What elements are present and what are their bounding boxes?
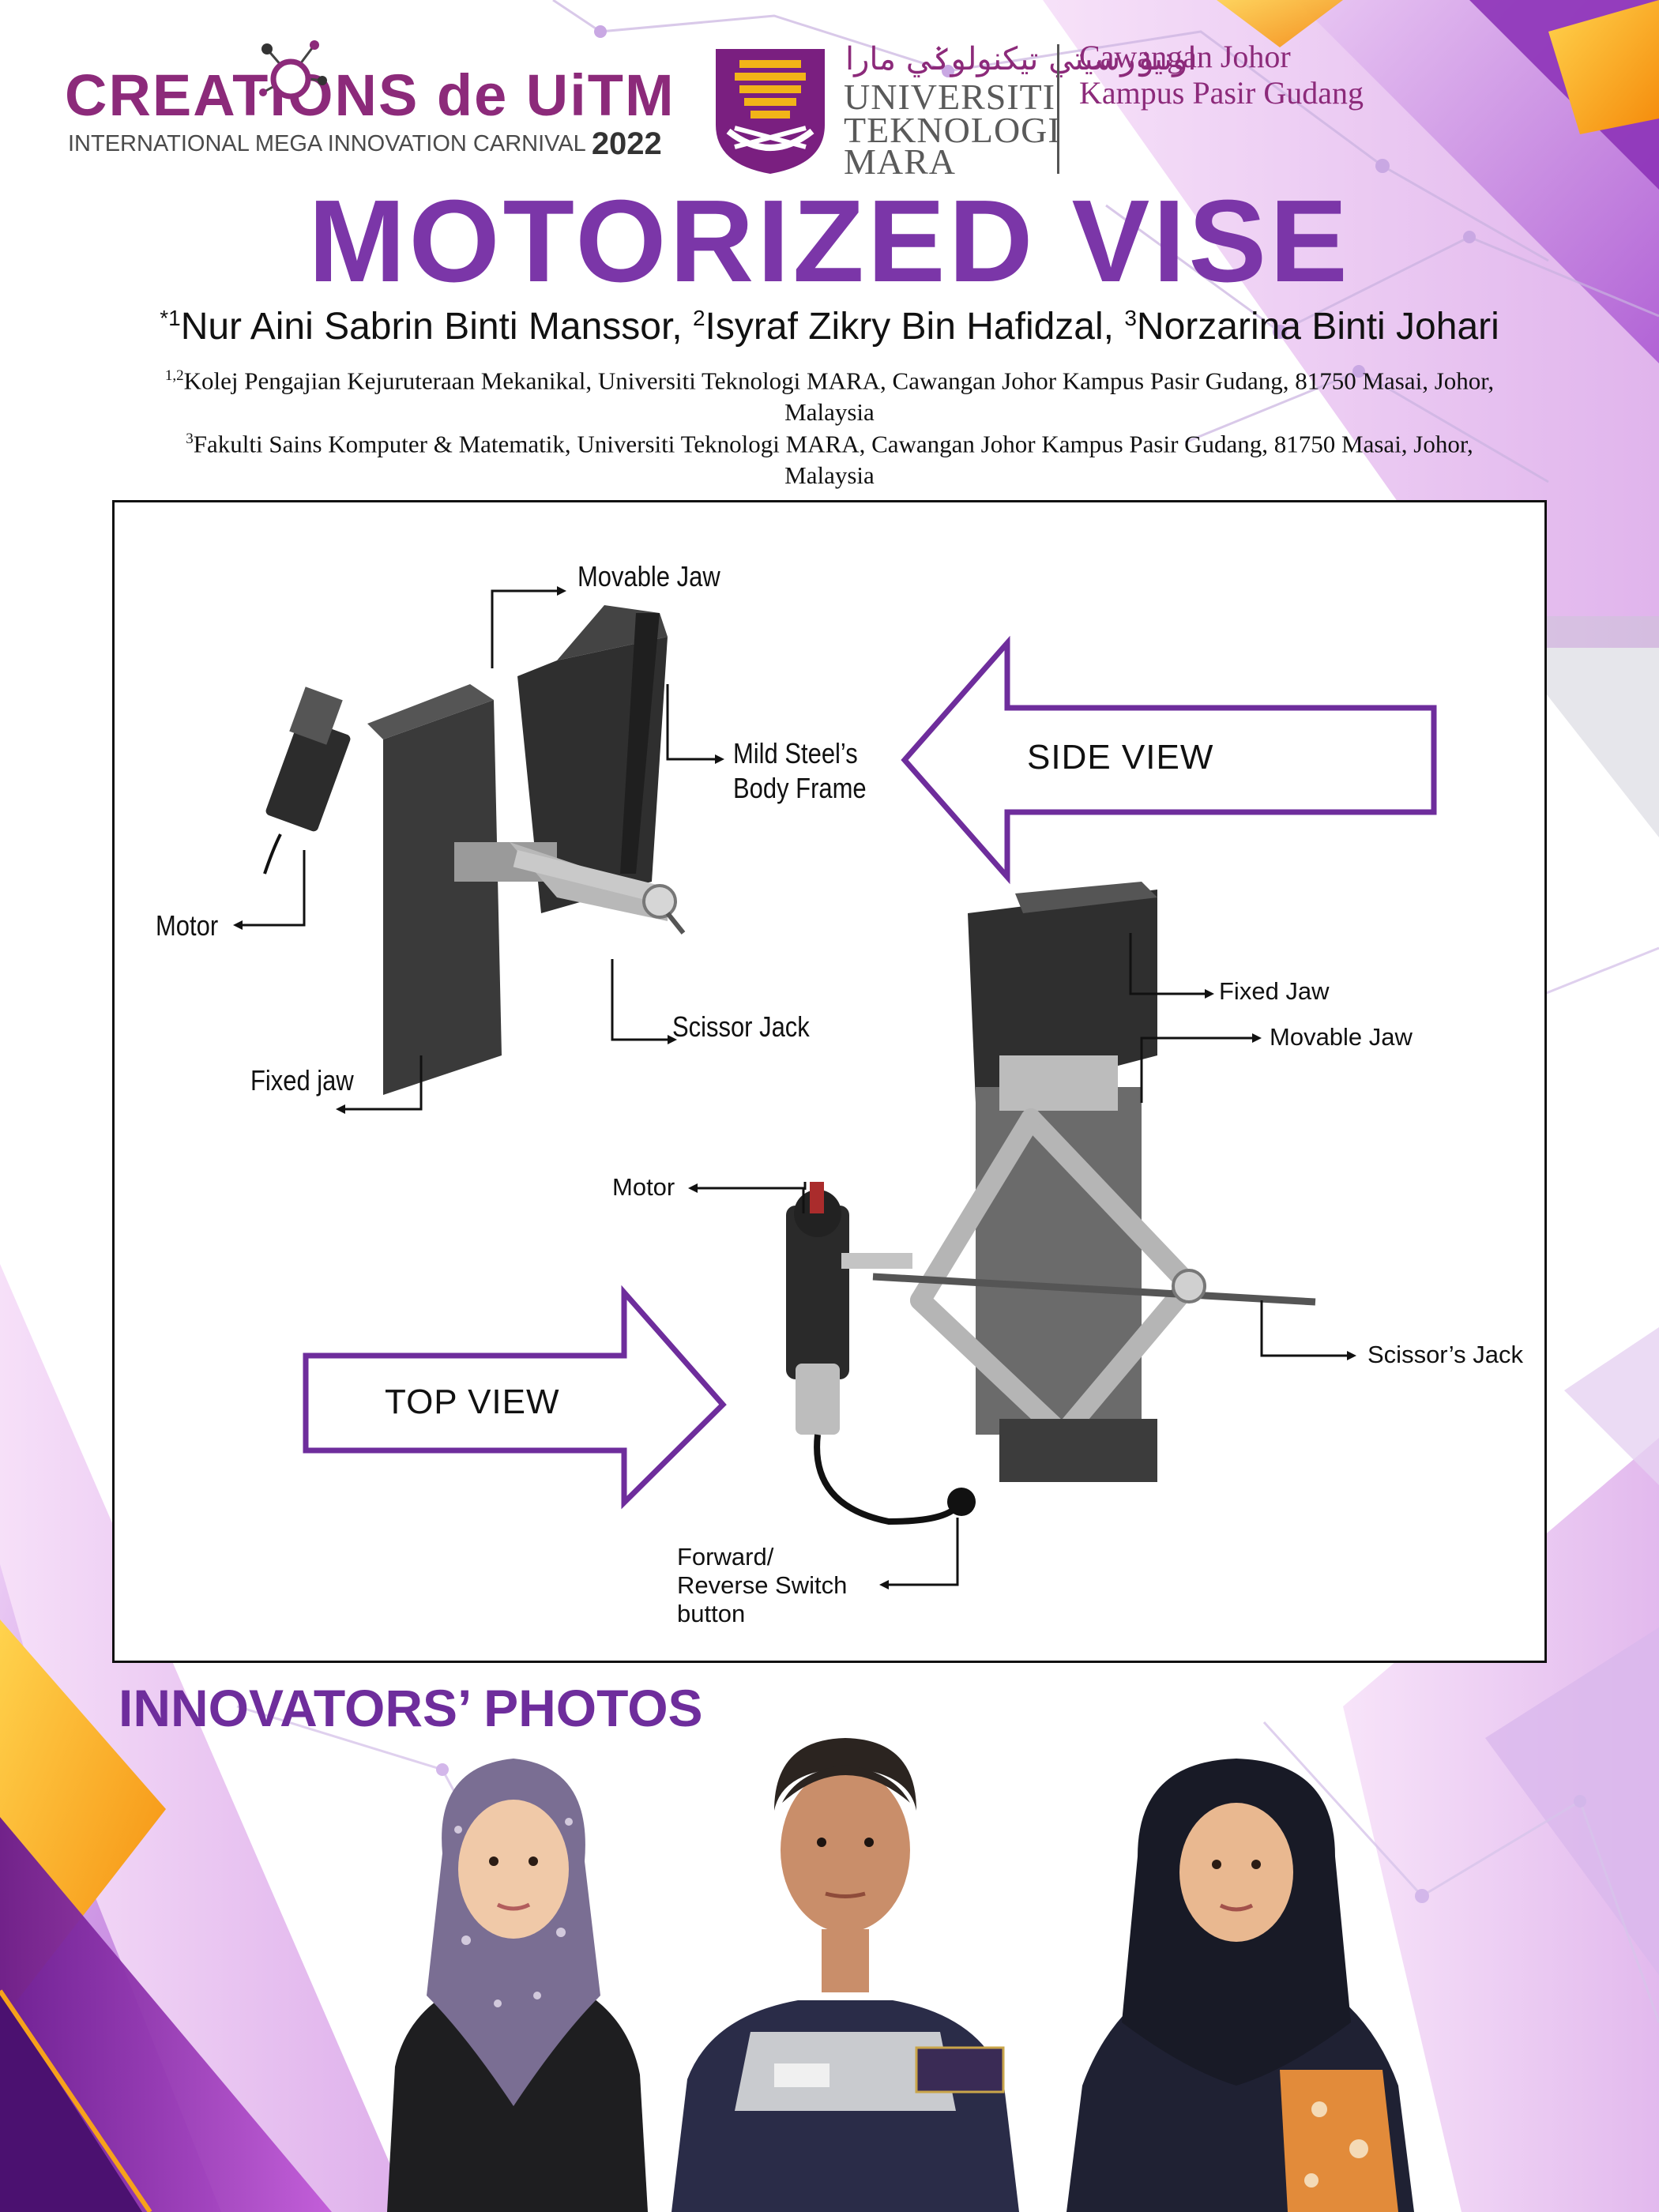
uitm-jawi-text: اونيۏرسيتي تيکنولوݢي مارا [845,41,1197,77]
innovator-photo-3 [1066,1759,1414,2212]
label-side-movable-jaw: Movable Jaw [577,560,720,592]
label-side-scissor-jack: Scissor Jack [672,1010,810,1043]
author-name-3: Norzarina Binti Johari [1136,306,1499,348]
creations-molecule-icon [259,40,327,100]
poster-title: MOTORIZED VISE [308,176,1351,307]
affiliation-2: 3Fakulti Sains Komputer & Matematik, Uni… [182,423,1477,491]
affiliation-marker-1: 1,2 [164,367,184,384]
innovator-photo-1 [387,1759,648,2212]
author-marker-1: *1 [160,306,181,330]
uitm-crest-icon [716,49,825,174]
creations-logo-title: CREATIONS de UiTM [65,62,675,128]
uitm-word-2: TEKNOLOGI [844,110,1061,150]
uitm-word-1: UNIVERSITI [844,77,1056,117]
author-list: *1Nur Aini Sabrin Binti Manssor, 2Isyraf… [0,305,1659,348]
figure-drawing [233,586,1437,1589]
innovator-photo-2 [672,1738,1019,2212]
label-top-fixed-jaw: Fixed Jaw [1219,977,1330,1005]
innovators-title: INNOVATORS’ PHOTOS [118,1679,703,1737]
label-side-motor: Motor [156,909,219,942]
label-side-fixed-jaw: Fixed jaw [250,1064,354,1097]
label-side-body-frame-1: Mild Steel’s [733,737,858,769]
campus-line-2: Kampus Pasir Gudang [1079,75,1364,111]
label-top-switch-1: Forward/ [677,1543,774,1571]
label-top-movable-jaw: Movable Jaw [1270,1023,1413,1051]
label-top-switch-2: Reverse Switch [677,1571,848,1599]
author-name-2: Isyraf Zikry Bin Hafidzal, [705,306,1125,348]
author-name-1: Nur Aini Sabrin Binti Manssor, [180,306,693,348]
figure-frame: Movable Jaw Mild Steel’s Body Frame Moto… [112,500,1547,1663]
uitm-divider [1057,44,1059,174]
side-view-arrow-label: SIDE VIEW [1027,738,1214,777]
label-top-switch-3: button [677,1600,746,1627]
label-top-scissors-jack: Scissor’s Jack [1367,1341,1523,1368]
creations-logo-subtitle: INTERNATIONAL MEGA INNOVATION CARNIVAL 2… [68,126,662,161]
top-view-arrow-label: TOP VIEW [385,1382,560,1421]
affiliation-marker-2: 3 [186,431,194,447]
author-marker-2: 2 [692,306,705,330]
author-marker-3: 3 [1124,306,1137,330]
uitm-word-3: MARA [844,141,957,182]
label-side-body-frame-2: Body Frame [733,772,867,804]
affiliation-text-1: Kolej Pengajian Kejuruteraan Mekanikal, … [183,367,1495,427]
top-view-vise-image [786,882,1316,1525]
side-view-vise-image [263,605,686,1095]
affiliation-text-2: Fakulti Sains Komputer & Matematik, Univ… [193,430,1473,490]
affiliation-1: 1,2Kolej Pengajian Kejuruteraan Mekanika… [118,360,1540,428]
label-top-motor: Motor [612,1173,675,1201]
campus-line-1: Cawangan Johor [1079,39,1291,74]
